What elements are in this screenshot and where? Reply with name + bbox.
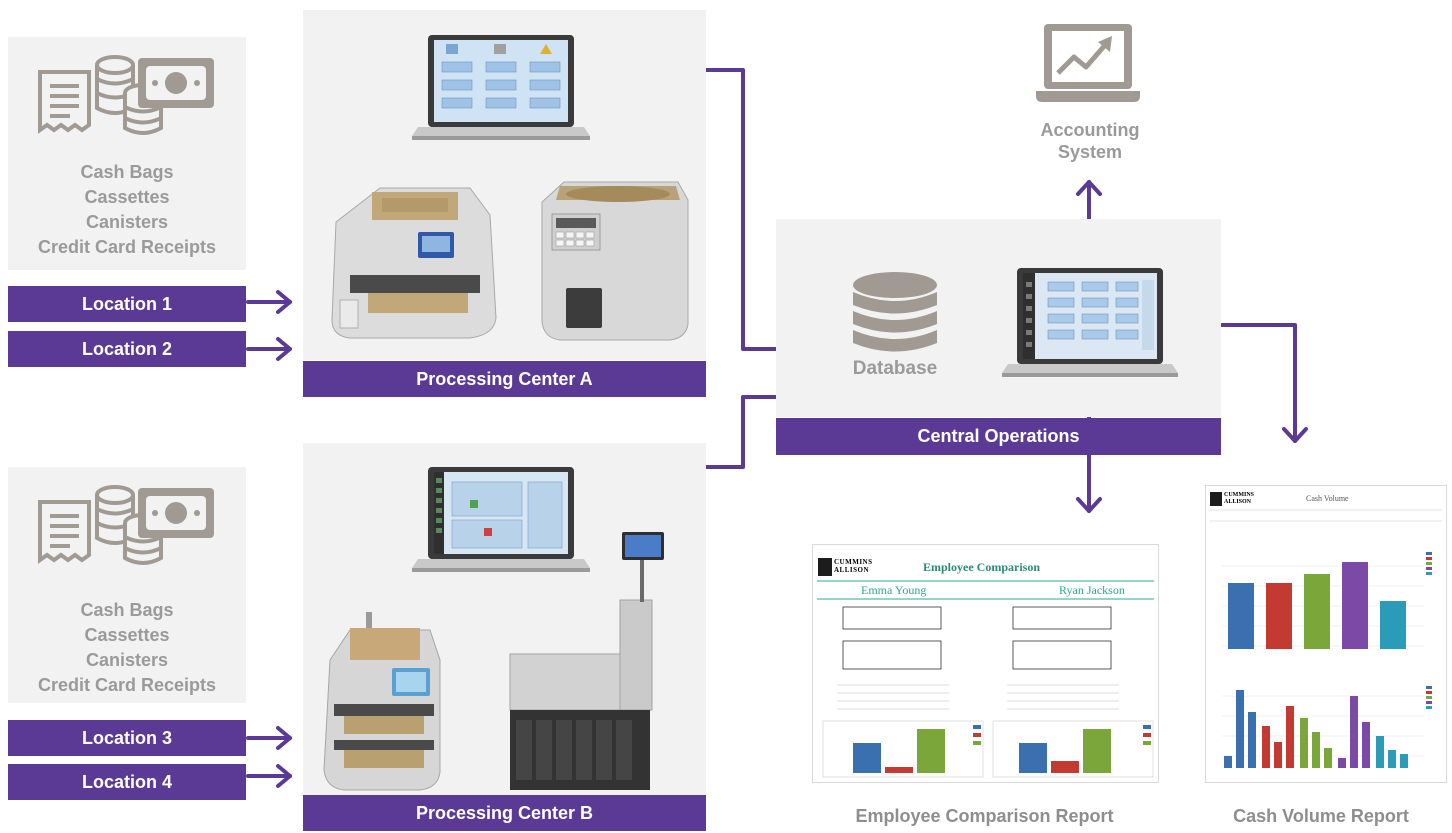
banknote-icon (138, 488, 214, 538)
source-item: Credit Card Receipts (37, 237, 217, 257)
accounting-line-1: Accounting (1040, 120, 1140, 140)
cash-chart-1 (1222, 552, 1432, 649)
accounting-line-2: System (1057, 142, 1123, 162)
multi-pocket-counter-icon (323, 612, 441, 791)
processing-center-b-label: Processing Center B (303, 795, 706, 831)
location-1-bar: Location 1 (8, 286, 246, 322)
logo-mark-icon (818, 558, 832, 576)
employee-report-title: Employee Comparison (923, 560, 1040, 574)
cash-report-title: Cash Volume (1306, 494, 1349, 503)
laptop-icon (412, 467, 590, 572)
employee-report-body (817, 580, 1154, 778)
source-item: Cassettes (84, 625, 170, 645)
source-items-2: Cash Bags Cassettes Canisters Credit Car… (8, 598, 246, 698)
large-sorter-icon (509, 532, 664, 790)
logo-line-2: ALLISON (834, 566, 870, 574)
laptop-icon (412, 35, 590, 140)
receipt-icon (38, 500, 91, 564)
report-logo: CUMMINS ALLISON (1210, 492, 1260, 508)
location-4-bar: Location 4 (8, 764, 246, 800)
employee-chart-1 (822, 720, 984, 778)
processing-center-a-label: Processing Center A (303, 361, 706, 397)
arrow-location-4 (246, 764, 292, 788)
employee-name-1: Emma Young (861, 583, 927, 597)
logo-line-1: CUMMINS (834, 558, 873, 566)
location-3-bar: Location 3 (8, 720, 246, 756)
source-item: Canisters (85, 212, 169, 232)
source-item: Canisters (85, 650, 169, 670)
logo-line-2: ALLISON (1224, 499, 1252, 505)
central-operations-label: Central Operations (776, 418, 1221, 455)
employee-name-2: Ryan Jackson (1059, 583, 1125, 597)
arrow-location-3 (246, 726, 292, 750)
logo-mark-icon (1210, 492, 1222, 506)
cash-report-caption: Cash Volume Report (1233, 806, 1409, 826)
cash-chart-2 (1222, 686, 1432, 768)
banknote-icon (138, 58, 214, 108)
accounting-system-label: Accounting System (1010, 119, 1170, 163)
database-icon (853, 272, 937, 352)
database-label: Database (852, 358, 938, 379)
source-item: Credit Card Receipts (37, 675, 217, 695)
coin-sorter-icon (541, 181, 689, 341)
source-item: Cash Bags (80, 162, 174, 182)
report-logo: CUMMINS ALLISON (818, 558, 873, 576)
employee-comparison-report: CUMMINS ALLISON Employee Comparison Emma… (812, 544, 1159, 783)
employee-chart-2 (992, 720, 1154, 778)
laptop-icon (1002, 268, 1178, 377)
cash-report-body (1210, 509, 1442, 768)
employee-report-caption: Employee Comparison Report (855, 806, 1114, 826)
currency-counter-icon (331, 187, 497, 339)
arrow-location-2 (246, 337, 292, 361)
accounting-laptop-chart-icon (1036, 24, 1140, 102)
arrow-location-1 (246, 290, 292, 314)
source-item: Cassettes (84, 187, 170, 207)
cash-volume-report: CUMMINS ALLISON Cash Volume (1205, 485, 1447, 783)
source-item: Cash Bags (80, 600, 174, 620)
logo-line-1: CUMMINS (1224, 492, 1254, 498)
location-2-bar: Location 2 (8, 331, 246, 367)
receipt-icon (38, 70, 91, 134)
source-items-1: Cash Bags Cassettes Canisters Credit Car… (8, 160, 246, 260)
